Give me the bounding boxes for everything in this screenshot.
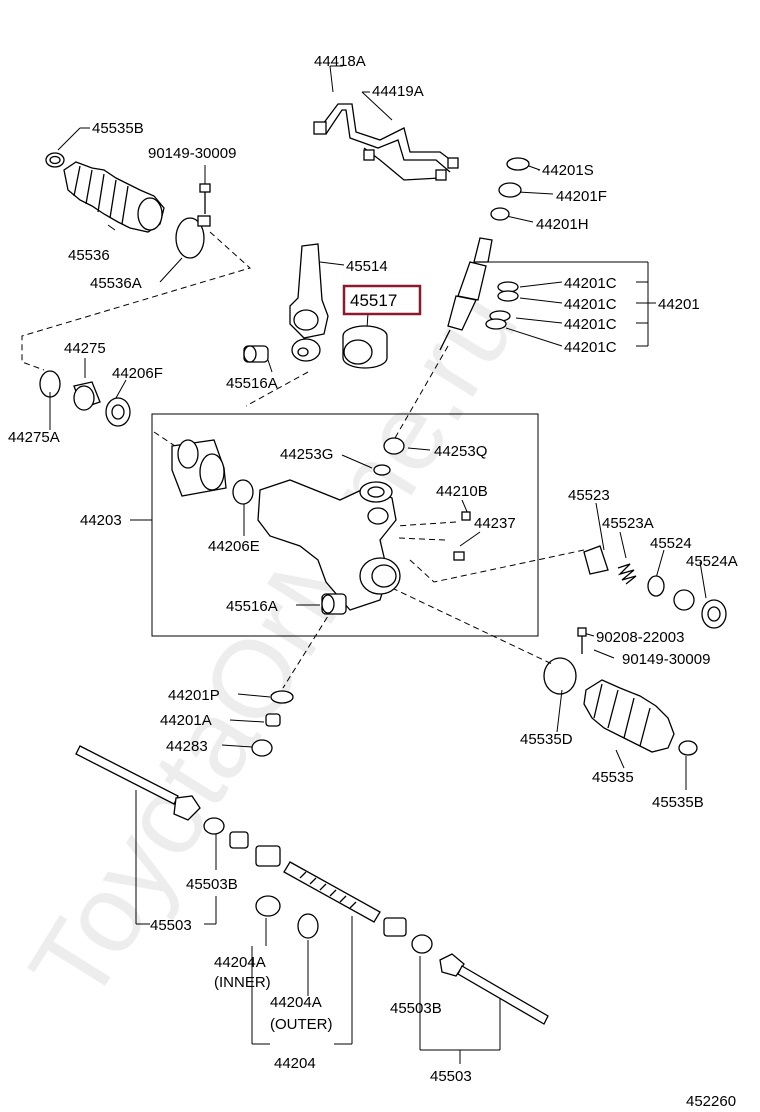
dashed-assembly-lines — [21, 231, 585, 689]
part-label-44253Q[interactable]: 44253Q — [434, 443, 487, 460]
rack-guide-icon — [583, 545, 609, 575]
bolt-icon — [461, 511, 471, 521]
part-label-44201C-4[interactable]: 44201C — [564, 339, 617, 356]
spring-icon — [617, 563, 637, 585]
plug-icon — [647, 575, 665, 597]
bushing-icon — [255, 895, 281, 917]
part-label-44201C-2[interactable]: 44201C — [564, 296, 617, 313]
steering-rack-icon — [229, 831, 407, 937]
part-label-45536[interactable]: 45536 — [68, 247, 110, 264]
part-drawings — [39, 103, 727, 1025]
oil-seal-icon — [111, 404, 125, 420]
part-label-44201H[interactable]: 44201H — [536, 216, 589, 233]
ring-icon — [490, 207, 510, 221]
band-clamp-icon — [543, 657, 577, 695]
part-label-44201C-1[interactable]: 44201C — [564, 275, 617, 292]
part-label-44201[interactable]: 44201 — [658, 296, 700, 313]
part-label-44283[interactable]: 44283 — [166, 738, 208, 755]
part-label-44201F[interactable]: 44201F — [556, 188, 607, 205]
seal-ring-icon — [373, 464, 391, 476]
part-label-45503-left[interactable]: 45503 — [150, 917, 192, 934]
drawing-number: 452260 — [686, 1093, 736, 1110]
part-label-44203[interactable]: 44203 — [80, 512, 122, 529]
ring-icon — [265, 713, 281, 727]
part-label-45524[interactable]: 45524 — [650, 535, 692, 552]
highlighted-part-frame — [342, 284, 422, 316]
bushing-icon — [342, 325, 388, 369]
boot-icon — [583, 679, 675, 753]
pitman-arm-icon — [289, 243, 329, 362]
rack-housing-icon — [171, 439, 401, 611]
bearing-icon — [498, 182, 522, 198]
tie-rod-end-icon — [439, 953, 549, 1025]
outer-note: (OUTER) — [270, 1016, 333, 1033]
clamp-icon — [678, 740, 698, 756]
part-label-45503B-right[interactable]: 45503B — [390, 1000, 442, 1017]
pipe-assembly-icon — [313, 103, 459, 181]
seal-ring-icon — [383, 437, 405, 455]
part-label-45516A-top[interactable]: 45516A — [226, 375, 278, 392]
part-label-90149-30009-top[interactable]: 90149-30009 — [148, 145, 236, 162]
part-label-45524A[interactable]: 45524A — [686, 553, 738, 570]
clamp-icon — [45, 152, 65, 168]
pinion-shaft-icon — [439, 237, 493, 351]
part-label-44206E[interactable]: 44206E — [208, 538, 260, 555]
seal-ring-icon — [270, 690, 294, 704]
part-label-45523[interactable]: 45523 — [568, 487, 610, 504]
part-label-44275A[interactable]: 44275A — [8, 429, 60, 446]
bolt-icon — [199, 183, 211, 214]
part-label-45535B-top[interactable]: 45535B — [92, 120, 144, 137]
part-label-45536A[interactable]: 45536A — [90, 275, 142, 292]
part-label-44419A[interactable]: 44419A — [372, 83, 424, 100]
lock-nut-icon — [707, 606, 721, 622]
part-label-45535D[interactable]: 45535D — [520, 731, 573, 748]
clamp-icon — [411, 934, 433, 954]
boot-icon — [63, 161, 165, 233]
part-label-45535[interactable]: 45535 — [592, 769, 634, 786]
part-label-45514[interactable]: 45514 — [346, 258, 388, 275]
part-label-44204A-inner[interactable]: 44204A — [214, 954, 266, 971]
bolt-icon — [453, 551, 465, 561]
band-clamp-icon — [175, 215, 211, 259]
part-label-44253G[interactable]: 44253G — [280, 446, 333, 463]
part-label-90149-30009-right[interactable]: 90149-30009 — [622, 651, 710, 668]
inner-note: (INNER) — [214, 974, 271, 991]
nut-icon — [251, 739, 273, 757]
bushing-icon — [73, 381, 101, 411]
part-label-45517[interactable]: 45517 — [350, 291, 397, 310]
part-label-44237[interactable]: 44237 — [474, 515, 516, 532]
part-label-44210B[interactable]: 44210B — [436, 483, 488, 500]
bushing-icon — [243, 345, 269, 363]
part-label-44201C-3[interactable]: 44201C — [564, 316, 617, 333]
part-label-45523A[interactable]: 45523A — [602, 515, 654, 532]
part-label-45503B-left[interactable]: 45503B — [186, 876, 238, 893]
part-label-44201A[interactable]: 44201A — [160, 712, 212, 729]
seal-ring-icon — [506, 157, 530, 171]
bushing-icon — [297, 913, 319, 939]
part-label-45503-right[interactable]: 45503 — [430, 1068, 472, 1085]
part-label-44206F[interactable]: 44206F — [112, 365, 163, 382]
bushing-icon — [321, 593, 347, 615]
bolt-icon — [577, 627, 587, 654]
part-label-44204A-outer[interactable]: 44204A — [270, 994, 322, 1011]
part-label-45516A-mid[interactable]: 45516A — [226, 598, 278, 615]
part-label-44204[interactable]: 44204 — [274, 1055, 316, 1072]
part-label-44418A[interactable]: 44418A — [314, 53, 366, 70]
seal-ring-icon — [497, 290, 519, 302]
part-label-90208-22003[interactable]: 90208-22003 — [596, 629, 684, 646]
tie-rod-end-icon — [75, 745, 225, 835]
part-label-44201S[interactable]: 44201S — [542, 162, 594, 179]
part-label-45535B-right[interactable]: 45535B — [652, 794, 704, 811]
plug-icon — [673, 589, 695, 611]
part-label-44275[interactable]: 44275 — [64, 340, 106, 357]
seal-ring-icon — [485, 318, 507, 330]
snap-ring-icon — [39, 370, 61, 398]
part-label-44201P[interactable]: 44201P — [168, 687, 220, 704]
